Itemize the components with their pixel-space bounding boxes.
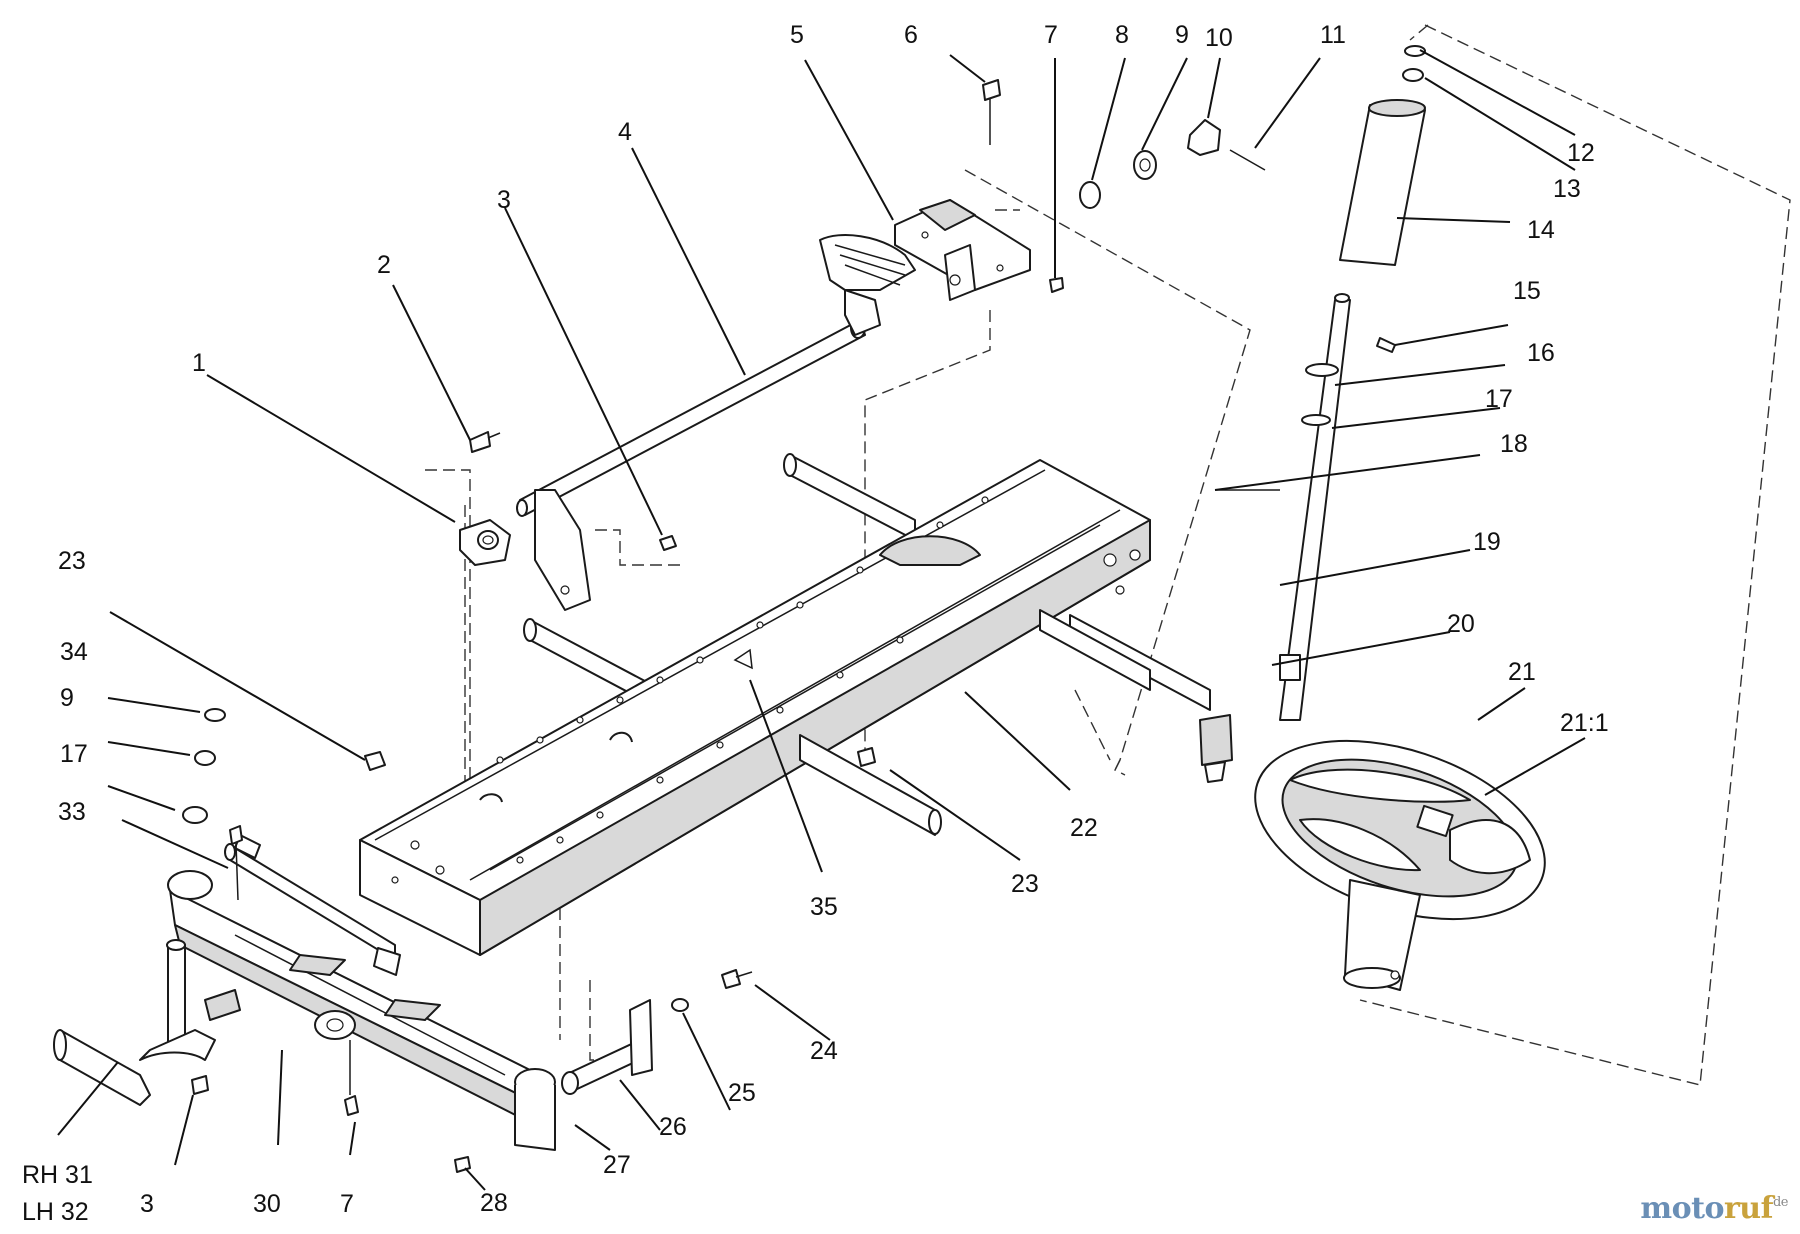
callout-17-b: 17 [60,740,88,768]
hardware-top [982,79,1266,293]
callout-7: 7 [1044,21,1058,49]
callout-26: 26 [659,1113,687,1141]
frame-rail [359,453,1211,956]
callout-13: 13 [1553,175,1581,203]
callout-2: 2 [377,251,391,279]
callout-5: 5 [790,21,804,49]
callout-3-b: 3 [140,1190,154,1218]
callout-23: 23 [58,547,86,575]
callout-24: 24 [810,1037,838,1065]
spindle-31-32 [53,939,241,1106]
callout-9: 9 [1175,21,1189,49]
callout-19: 19 [1473,528,1501,556]
callout-15: 15 [1513,277,1541,305]
watermark-tld: de [1772,1195,1789,1210]
steering-shaft-4 [516,234,916,611]
callout-3: 3 [497,186,511,214]
callout-22: 22 [1070,814,1098,842]
callout-16: 16 [1527,339,1555,367]
support-bracket-5 [894,199,1031,301]
steering-column [1199,45,1426,783]
callout-9-b: 9 [60,684,74,712]
callout-25: 25 [728,1079,756,1107]
callout-21: 21 [1508,658,1536,686]
hardware-nuts [182,708,876,1173]
callout-8: 8 [1115,21,1129,49]
callout-18: 18 [1500,430,1528,458]
watermark-brand: moto [1640,1191,1724,1226]
callout-1: 1 [192,349,206,377]
callout-lh-32: LH 32 [22,1198,89,1226]
tie-rod [224,834,401,976]
callout-20: 20 [1447,610,1475,638]
callout-35: 35 [810,893,838,921]
callout-11: 11 [1320,21,1346,49]
front-axle [167,870,556,1151]
callout-17: 17 [1485,385,1513,413]
callout-labels: 1 2 3 4 5 6 7 8 9 10 11 12 13 14 15 16 1… [22,21,1609,1226]
callout-6: 6 [904,21,918,49]
callout-28: 28 [480,1189,508,1217]
callout-rh-31: RH 31 [22,1161,93,1189]
callout-30: 30 [253,1190,281,1218]
callout-21-1: 21:1 [1560,709,1609,737]
leader-lines [57,49,1586,1191]
assembly-dashed-outlines [425,24,1791,1086]
steering-wheel-21 [1254,739,1546,991]
motoruf-watermark-logo: motorufde [1640,1191,1788,1226]
callout-4: 4 [618,118,632,146]
frame-holes [391,496,1141,884]
callout-23-b: 23 [1011,870,1039,898]
callout-33: 33 [58,798,86,826]
callout-7-b: 7 [340,1190,354,1218]
callout-14: 14 [1527,216,1555,244]
callout-34: 34 [60,638,88,666]
callout-10: 10 [1205,24,1233,52]
callout-12: 12 [1567,139,1595,167]
pivot-parts [459,431,677,566]
callout-27: 27 [603,1151,631,1179]
watermark-accent: ruf [1723,1191,1774,1226]
pivot-mount [561,969,753,1095]
